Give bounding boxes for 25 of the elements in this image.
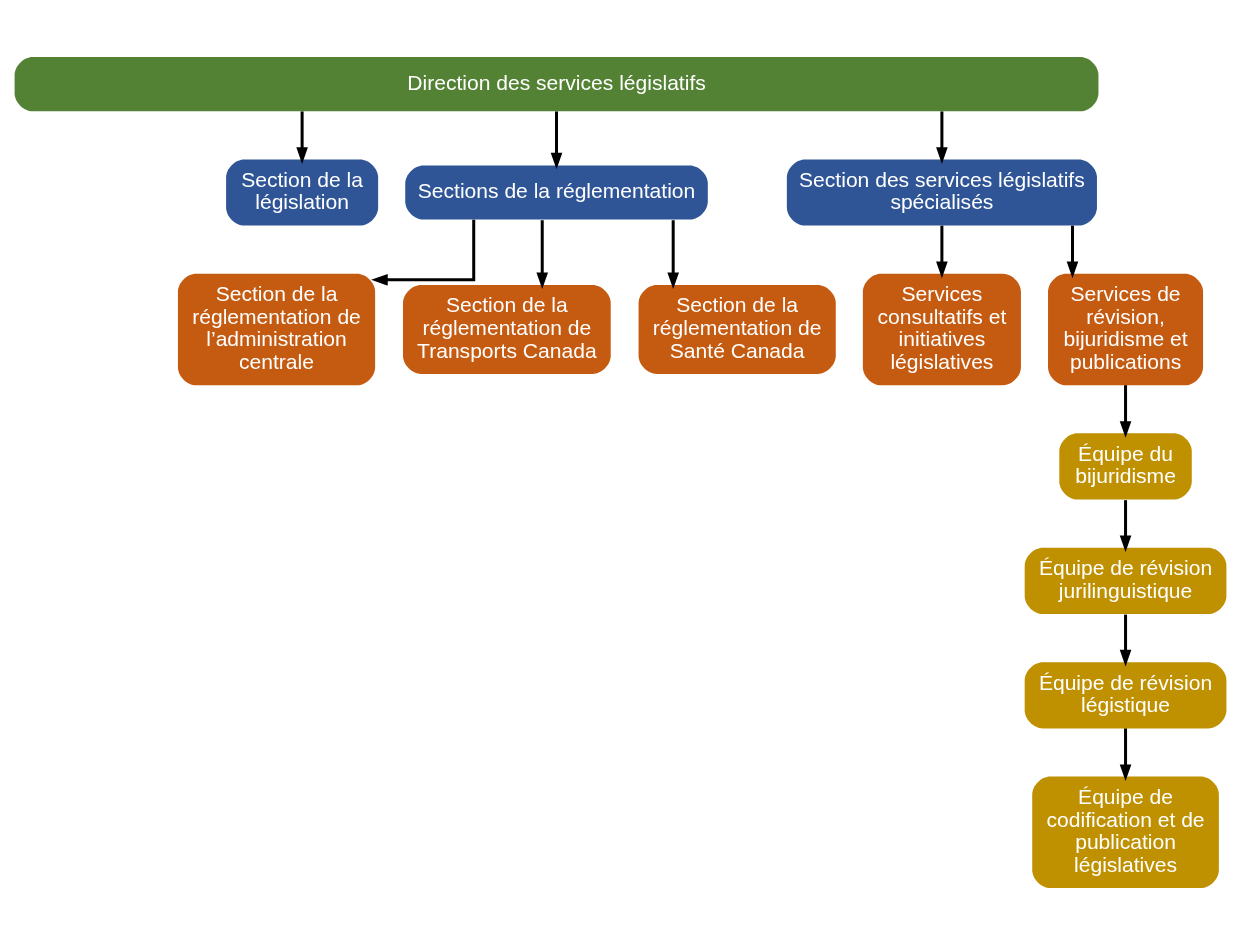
node-box: Section des services législatifs spécialisés [786,159,1097,226]
arrow [936,111,948,164]
node-box: Section de la législation [226,159,379,226]
node-box: Équipe de révision jurilinguistique [1024,547,1227,614]
arrow [1119,500,1132,552]
arrow [371,219,476,286]
node-box: Services de révision, bijuridisme et publications [1048,273,1204,386]
arrow [1119,614,1132,667]
arrow [550,111,563,170]
arrow [667,220,679,290]
arrow [536,220,549,290]
node-box: Services consultatifs et initiatives législatives [862,273,1021,386]
node-box: Sections de la réglementation [405,165,708,220]
arrow [296,111,308,164]
arrow [1119,728,1132,781]
node-box: Équipe du bijuridisme [1059,433,1192,500]
node-box: Équipe de codification et de publication législatives [1032,776,1219,888]
arrow [1119,385,1132,438]
node-box: Section de la réglementation de l’administration centrale [177,273,376,386]
node-box: Direction des services législatifs [14,57,1099,112]
arrow [936,225,948,279]
node-box: Section de la réglementation de Santé Canada [638,285,836,374]
node-box: Section de la réglementation de Transports Canada [403,285,611,374]
node-box: Équipe de révision légistique [1024,662,1227,729]
arrow [1066,225,1079,279]
